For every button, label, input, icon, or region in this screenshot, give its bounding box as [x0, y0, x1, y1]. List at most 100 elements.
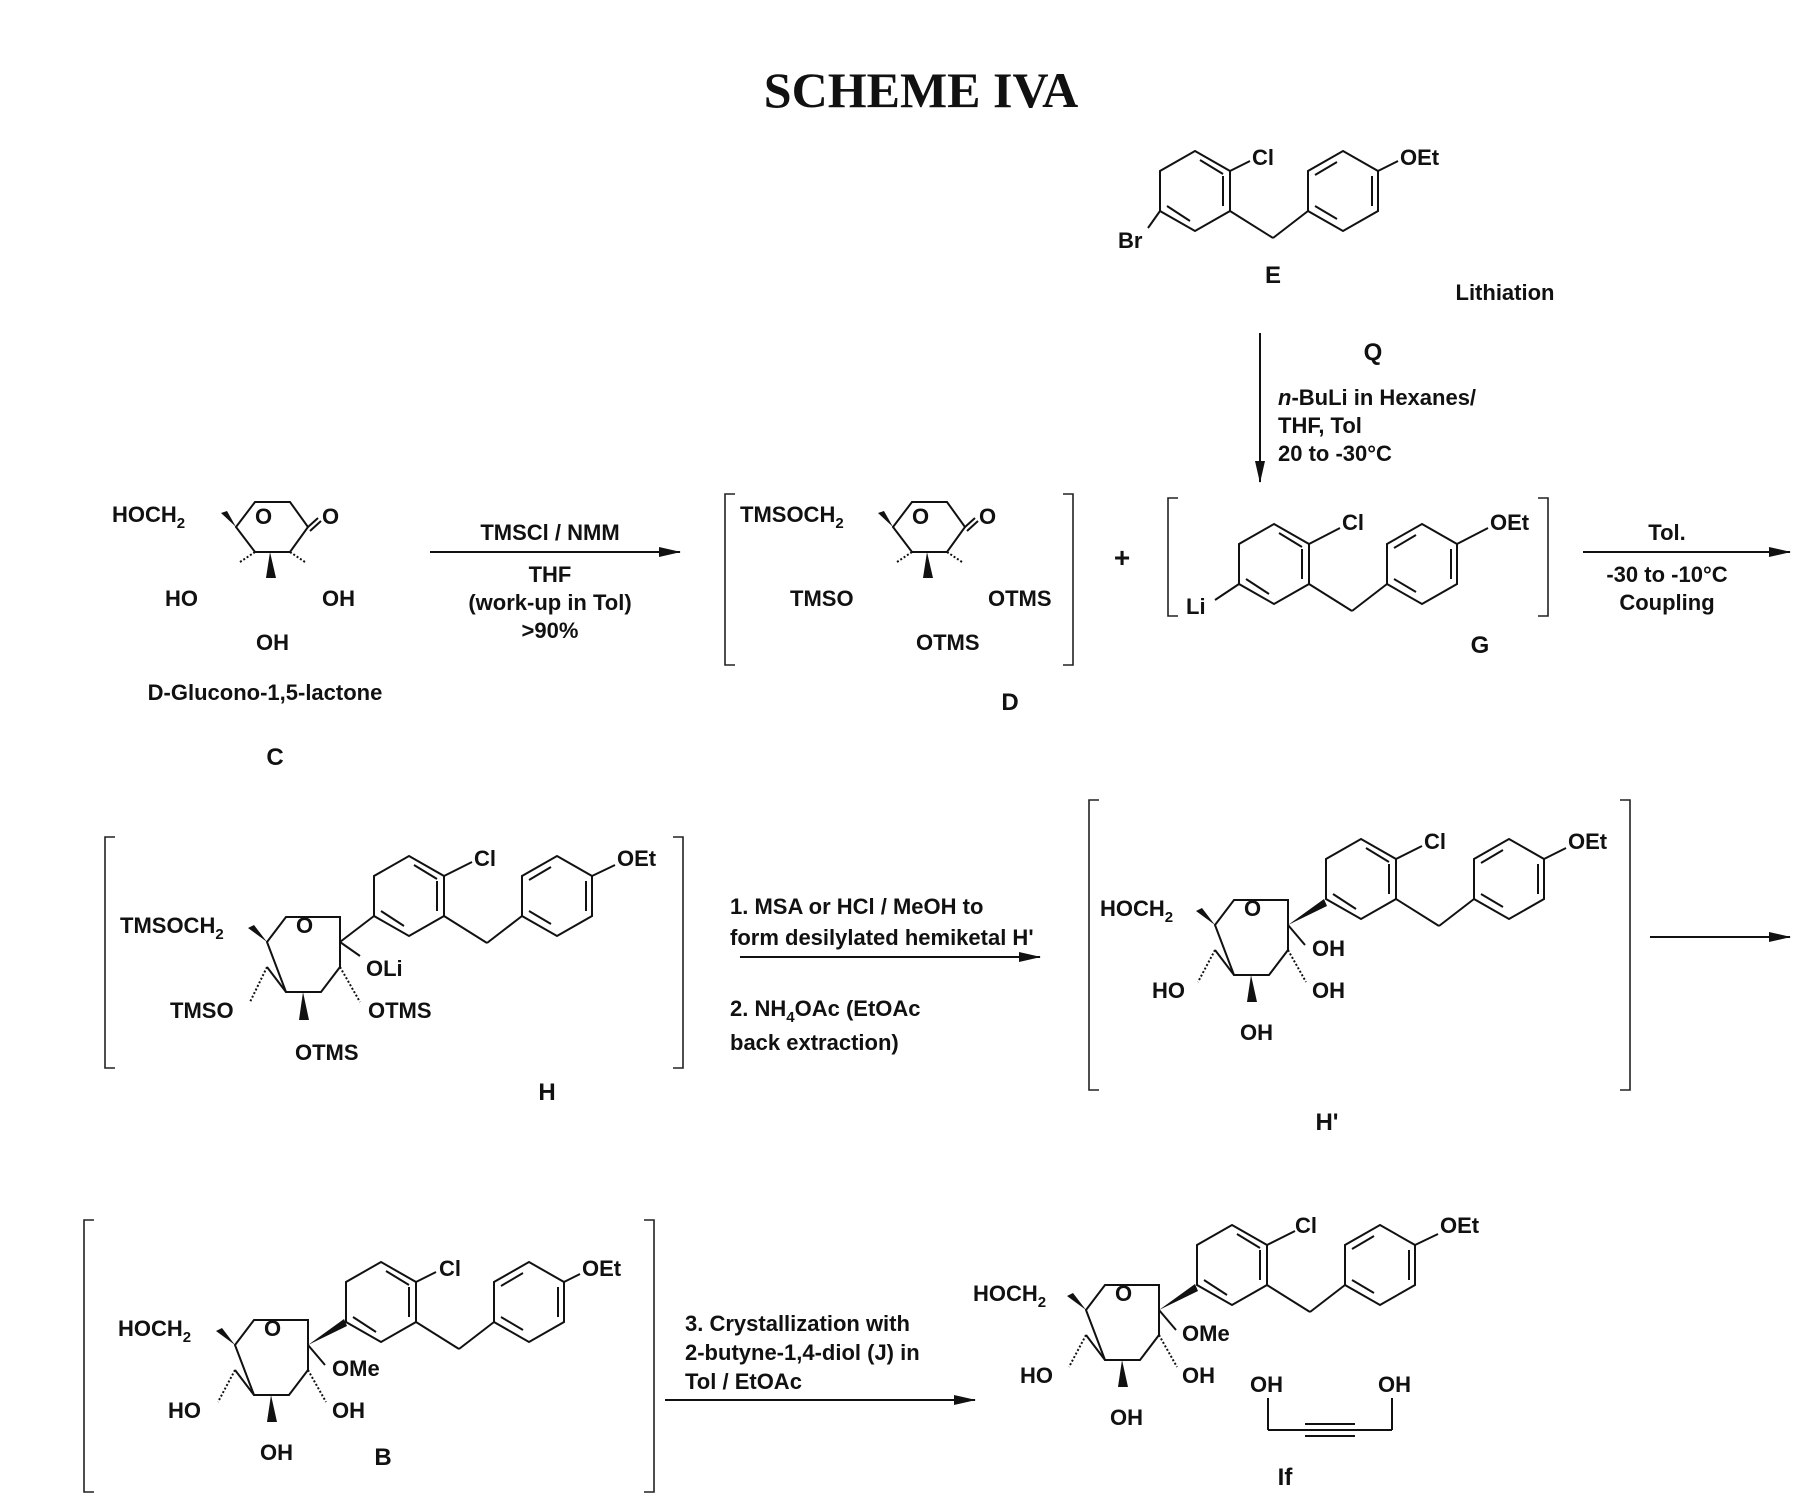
oet-atom-b: OEt	[582, 1256, 622, 1281]
compound-c: HOCH2 O O HO OH OH D-Glucono-1,5-lactone…	[112, 502, 382, 771]
ome-atom-b: OMe	[332, 1356, 380, 1381]
cl-atom-g: Cl	[1342, 510, 1364, 535]
ring-o-c: O	[255, 504, 272, 529]
oh-atom-b-1: OH	[332, 1398, 365, 1423]
ring-o-hprime: O	[1244, 896, 1261, 921]
bracket-left-hprime	[1089, 800, 1099, 1090]
compound-e: Cl OEt Br E	[1118, 145, 1440, 289]
tmso-atom-h: TMSO	[170, 998, 234, 1023]
bracket-left-d	[725, 494, 735, 665]
oet-atom-if: OEt	[1440, 1213, 1480, 1238]
cl-atom-hprime: Cl	[1424, 829, 1446, 854]
carbonyl-o-d: O	[979, 504, 996, 529]
carbonyl-o-c: O	[322, 504, 339, 529]
reagent-tol-etoac: Tol / EtOAc	[685, 1369, 802, 1394]
ring-o-if: O	[1115, 1281, 1132, 1306]
reagents-coupling: Tol. -30 to -10°C Coupling	[1606, 520, 1727, 615]
reagent-nbuli: n-BuLi in Hexanes/	[1278, 385, 1476, 410]
lithiation-label: Lithiation	[1456, 280, 1555, 305]
oh-atom-diol-2: OH	[1378, 1372, 1411, 1397]
cl-atom-b: Cl	[439, 1256, 461, 1281]
hoch2-atom-if: HOCH2	[973, 1281, 1046, 1311]
cl-atom-h: Cl	[474, 846, 496, 871]
oh-atom-diol-1: OH	[1250, 1372, 1283, 1397]
reagent-workup: (work-up in Tol)	[468, 590, 631, 615]
bracket-right-h	[673, 837, 683, 1068]
ho-atom-hprime: HO	[1152, 978, 1185, 1003]
reagent-tol: Tol.	[1648, 520, 1685, 545]
reagent-butynediol: 2-butyne-1,4-diol (J) in	[685, 1340, 920, 1365]
compound-label-hprime: H'	[1315, 1109, 1338, 1136]
bracket-right-hprime	[1620, 800, 1630, 1090]
reagents-b-to-if: 3. Crystallization with 2-butyne-1,4-dio…	[685, 1311, 920, 1394]
oet-atom-g: OEt	[1490, 510, 1530, 535]
oh-atom-hprime-3: OH	[1240, 1020, 1273, 1045]
bracket-right-g	[1538, 498, 1548, 616]
ho-atom-if: HO	[1020, 1363, 1053, 1388]
reagent-crystallization: 3. Crystallization with	[685, 1311, 910, 1336]
reagents-h-to-hprime: 1. MSA or HCl / MeOH to form desilylated…	[730, 894, 1034, 1055]
compound-label-h: H	[538, 1079, 555, 1106]
bracket-left-h	[105, 837, 115, 1068]
reagent-yield: >90%	[522, 618, 579, 643]
oet-atom-e: OEt	[1400, 145, 1440, 170]
reagents-c-to-d: TMSCl / NMM THF (work-up in Tol) >90%	[468, 520, 631, 643]
reagent-back-extraction: back extraction)	[730, 1030, 899, 1055]
hoch2-atom-b: HOCH2	[118, 1316, 191, 1346]
ring-o-d: O	[912, 504, 929, 529]
compound-hprime: HOCH2 O OH HO OH OH Cl OEt H'	[1100, 829, 1608, 1136]
hoch2-atom-hprime: HOCH2	[1100, 896, 1173, 926]
otms-atom-d-2: OTMS	[916, 630, 980, 655]
hoch2-atom-c: HOCH2	[112, 502, 185, 532]
reagent-coupling: Coupling	[1619, 590, 1714, 615]
reagent-hemiketal: form desilylated hemiketal H'	[730, 925, 1034, 950]
ho-atom-c: HO	[165, 586, 198, 611]
oh-atom-c-2: OH	[256, 630, 289, 655]
reagent-nh4oac: 2. NH4OAc (EtOAc	[730, 996, 921, 1026]
scheme-title: SCHEME IVA	[764, 62, 1078, 118]
bracket-right-b	[644, 1220, 654, 1492]
compound-label-g: G	[1471, 632, 1490, 659]
compound-name-c: D-Glucono-1,5-lactone	[148, 680, 383, 705]
ho-atom-b: HO	[168, 1398, 201, 1423]
reagent-thf-tol: THF, Tol	[1278, 413, 1362, 438]
otms-atom-h-2: OTMS	[295, 1040, 359, 1065]
reagent-temp-coupling: -30 to -10°C	[1606, 562, 1727, 587]
compound-g: Cl OEt Li G	[1186, 510, 1530, 659]
ring-o-h: O	[296, 913, 313, 938]
compound-h: TMSOCH2 O OLi TMSO OTMS OTMS Cl OEt H	[120, 846, 657, 1106]
ring-o-b: O	[264, 1316, 281, 1341]
tmsoch2-atom-h: TMSOCH2	[120, 913, 224, 943]
reagent-thf: THF	[529, 562, 572, 587]
cl-atom-if: Cl	[1295, 1213, 1317, 1238]
oet-atom-hprime: OEt	[1568, 829, 1608, 854]
reagents-e-to-g: Q n-BuLi in Hexanes/ THF, Tol 20 to -30°…	[1278, 339, 1476, 466]
plus-sign: +	[1114, 542, 1130, 573]
reagent-temp-eg: 20 to -30°C	[1278, 441, 1392, 466]
oh-atom-hprime-1: OH	[1312, 936, 1345, 961]
oh-atom-if-1: OH	[1182, 1363, 1215, 1388]
oli-atom-h: OLi	[366, 956, 403, 981]
otms-atom-d-1: OTMS	[988, 586, 1052, 611]
reagent-tmscl: TMSCl / NMM	[480, 520, 619, 545]
compound-d: TMSOCH2 O O TMSO OTMS OTMS D	[740, 502, 1052, 716]
oh-atom-hprime-2: OH	[1312, 978, 1345, 1003]
compound-label-d: D	[1001, 689, 1018, 716]
compound-label-e: E	[1265, 262, 1281, 289]
bracket-left-g	[1168, 498, 1178, 616]
oet-atom-h: OEt	[617, 846, 657, 871]
tmso-atom-d: TMSO	[790, 586, 854, 611]
cl-atom-e: Cl	[1252, 145, 1274, 170]
oh-atom-b-2: OH	[260, 1440, 293, 1465]
tmsoch2-atom-d: TMSOCH2	[740, 502, 844, 532]
reagent-label-q: Q	[1364, 339, 1383, 366]
otms-atom-h-1: OTMS	[368, 998, 432, 1023]
oh-atom-c-1: OH	[322, 586, 355, 611]
bracket-right-d	[1063, 494, 1073, 665]
li-atom-g: Li	[1186, 594, 1206, 619]
bracket-left-b	[84, 1220, 94, 1492]
oh-atom-if-2: OH	[1110, 1405, 1143, 1430]
compound-label-b: B	[374, 1444, 391, 1471]
br-atom-e: Br	[1118, 228, 1143, 253]
